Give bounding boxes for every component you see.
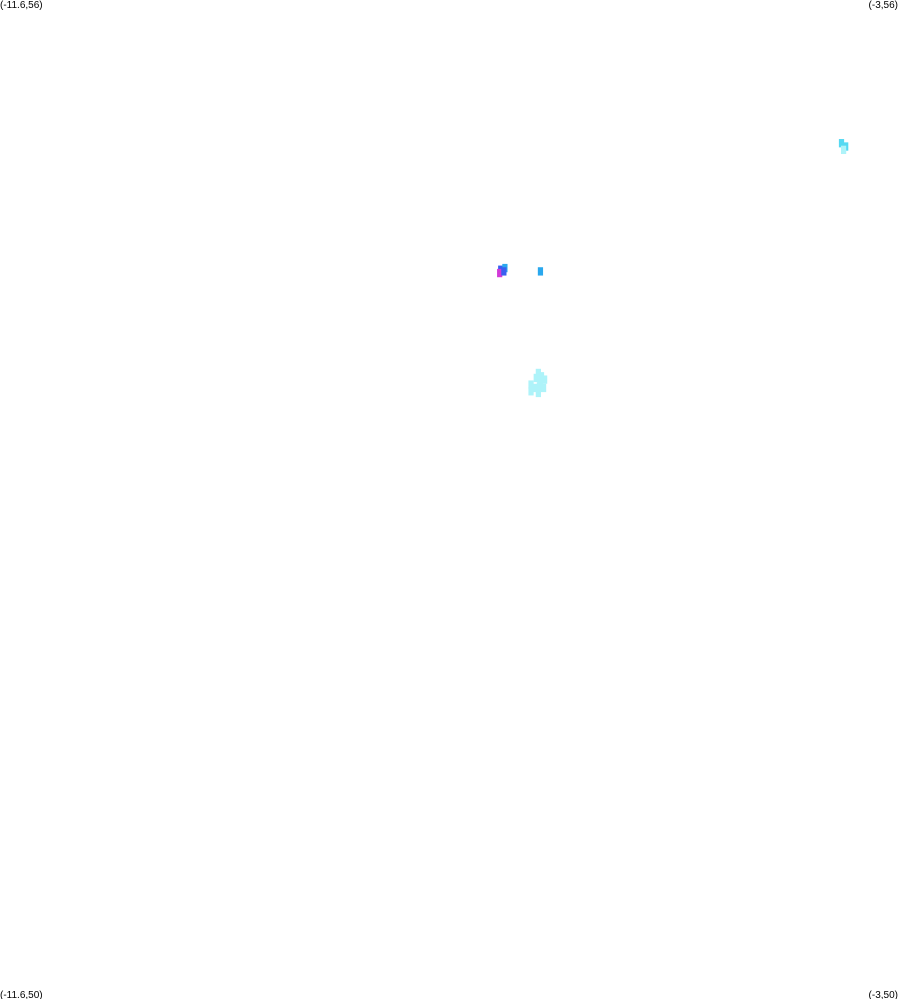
data-cell-11 <box>537 377 544 386</box>
corner-label-bottom-left: (-11.6,50) <box>0 990 43 999</box>
data-cell-12 <box>542 375 548 384</box>
data-cell-2 <box>840 145 847 155</box>
corner-label-top-left: (-11.6,56) <box>0 0 43 11</box>
data-cell-15 <box>536 382 543 391</box>
data-cell-16 <box>540 383 547 393</box>
data-cell-18 <box>535 388 541 398</box>
data-cell-6 <box>501 267 507 276</box>
data-cell-14 <box>532 383 538 393</box>
data-cell-0 <box>838 139 845 148</box>
data-cell-17 <box>528 387 534 396</box>
corner-label-bottom-right: (-3,50) <box>868 990 898 999</box>
data-cell-13 <box>528 380 534 389</box>
data-cell-9 <box>538 372 545 381</box>
data-cell-8 <box>535 368 541 378</box>
data-cell-5 <box>497 268 503 278</box>
corner-label-top-right: (-3,56) <box>868 0 898 11</box>
data-cell-10 <box>533 373 539 383</box>
data-cell-7 <box>537 267 544 276</box>
